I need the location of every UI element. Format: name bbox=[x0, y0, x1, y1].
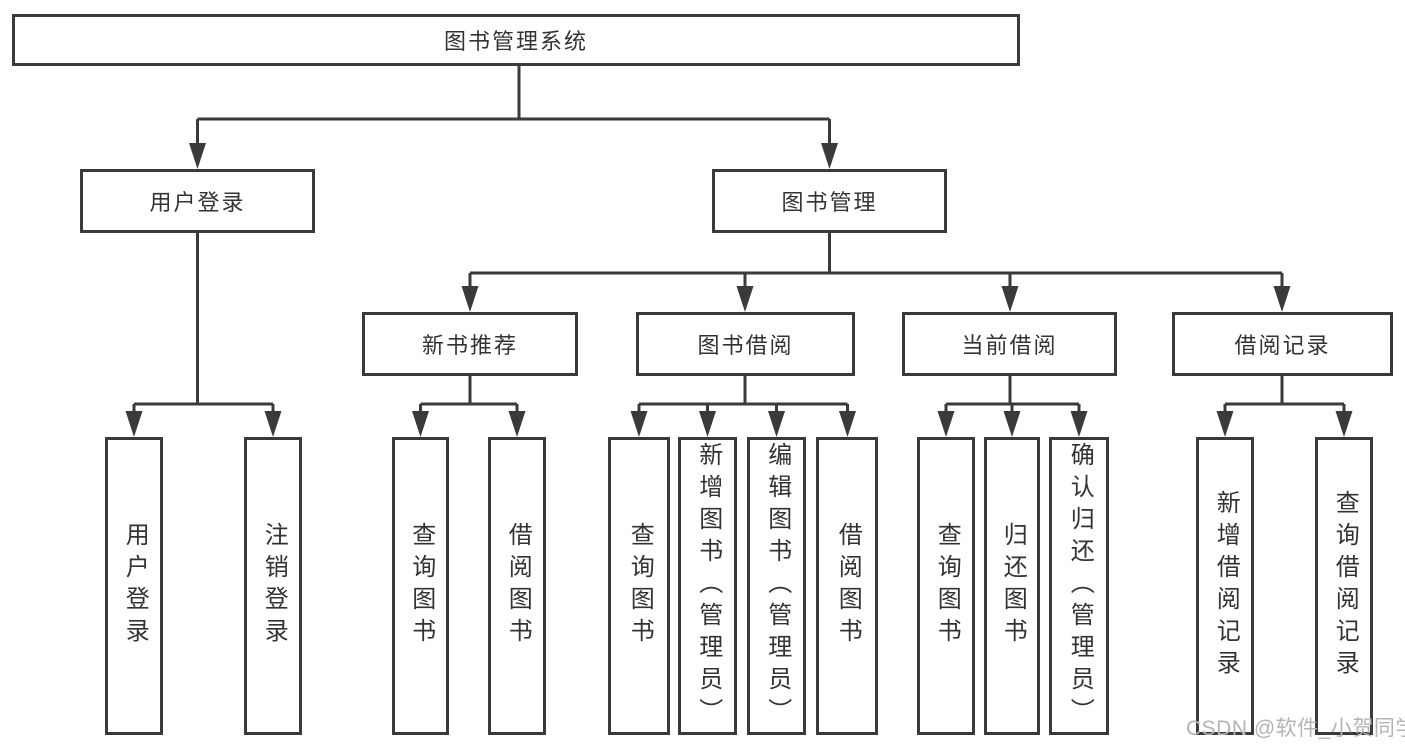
node-label: 借阅记录 bbox=[1234, 333, 1331, 358]
node-label: 图书管理 bbox=[781, 190, 878, 215]
node-user-login: 用户登录 bbox=[80, 169, 315, 233]
node-label: 图书借阅 bbox=[697, 333, 794, 358]
leaf-borrow-books: 借阅图书 bbox=[816, 437, 878, 735]
node-label: 借阅图书 bbox=[504, 522, 532, 650]
node-label: 新书推荐 bbox=[421, 333, 518, 358]
node-new-book-recommendation: 新书推荐 bbox=[362, 312, 578, 376]
node-label: 新增借阅记录 bbox=[1212, 490, 1240, 682]
node-label: 查询图书 bbox=[933, 522, 961, 650]
leaf-user-login: 用户登录 bbox=[105, 437, 163, 735]
node-label: 查询图书 bbox=[407, 522, 435, 650]
leaf-edit-book-admin: 编辑图书（管理员） bbox=[747, 437, 806, 735]
node-label: 注销登录 bbox=[260, 522, 288, 650]
node-label: 查询图书 bbox=[626, 522, 654, 650]
node-label: 归还图书 bbox=[999, 522, 1027, 650]
node-label: 编辑图书（管理员） bbox=[763, 442, 791, 730]
node-label: 当前借阅 bbox=[961, 333, 1058, 358]
node-label: 图书管理系统 bbox=[443, 29, 588, 54]
leaf-query-books-borrow: 查询图书 bbox=[608, 437, 670, 735]
node-current-borrowing: 当前借阅 bbox=[902, 312, 1117, 376]
node-label: 查询借阅记录 bbox=[1331, 490, 1359, 682]
node-label: 新增图书（管理员） bbox=[694, 442, 722, 730]
leaf-query-books-recommend: 查询图书 bbox=[392, 437, 449, 735]
leaf-add-borrow-record: 新增借阅记录 bbox=[1196, 437, 1254, 735]
node-library-system: 图书管理系统 bbox=[12, 14, 1020, 66]
leaf-return-books: 归还图书 bbox=[984, 437, 1040, 735]
node-label: 用户登录 bbox=[121, 522, 149, 650]
leaf-confirm-return-admin: 确认归还（管理员） bbox=[1049, 437, 1109, 735]
leaf-borrow-books-recommend: 借阅图书 bbox=[488, 437, 546, 735]
watermark: CSDN @软件_小贺同学 bbox=[1186, 717, 1405, 740]
node-borrowing-records: 借阅记录 bbox=[1172, 312, 1393, 376]
node-label: 确认归还（管理员） bbox=[1066, 442, 1094, 730]
leaf-logout: 注销登录 bbox=[244, 437, 302, 735]
node-book-management: 图书管理 bbox=[712, 169, 947, 233]
node-book-borrowing: 图书借阅 bbox=[636, 312, 855, 376]
leaf-query-borrow-record: 查询借阅记录 bbox=[1315, 437, 1373, 735]
node-label: 用户登录 bbox=[149, 190, 246, 215]
leaf-query-books-current: 查询图书 bbox=[917, 437, 975, 735]
leaf-add-book-admin: 新增图书（管理员） bbox=[678, 437, 737, 735]
node-label: 借阅图书 bbox=[834, 522, 862, 650]
